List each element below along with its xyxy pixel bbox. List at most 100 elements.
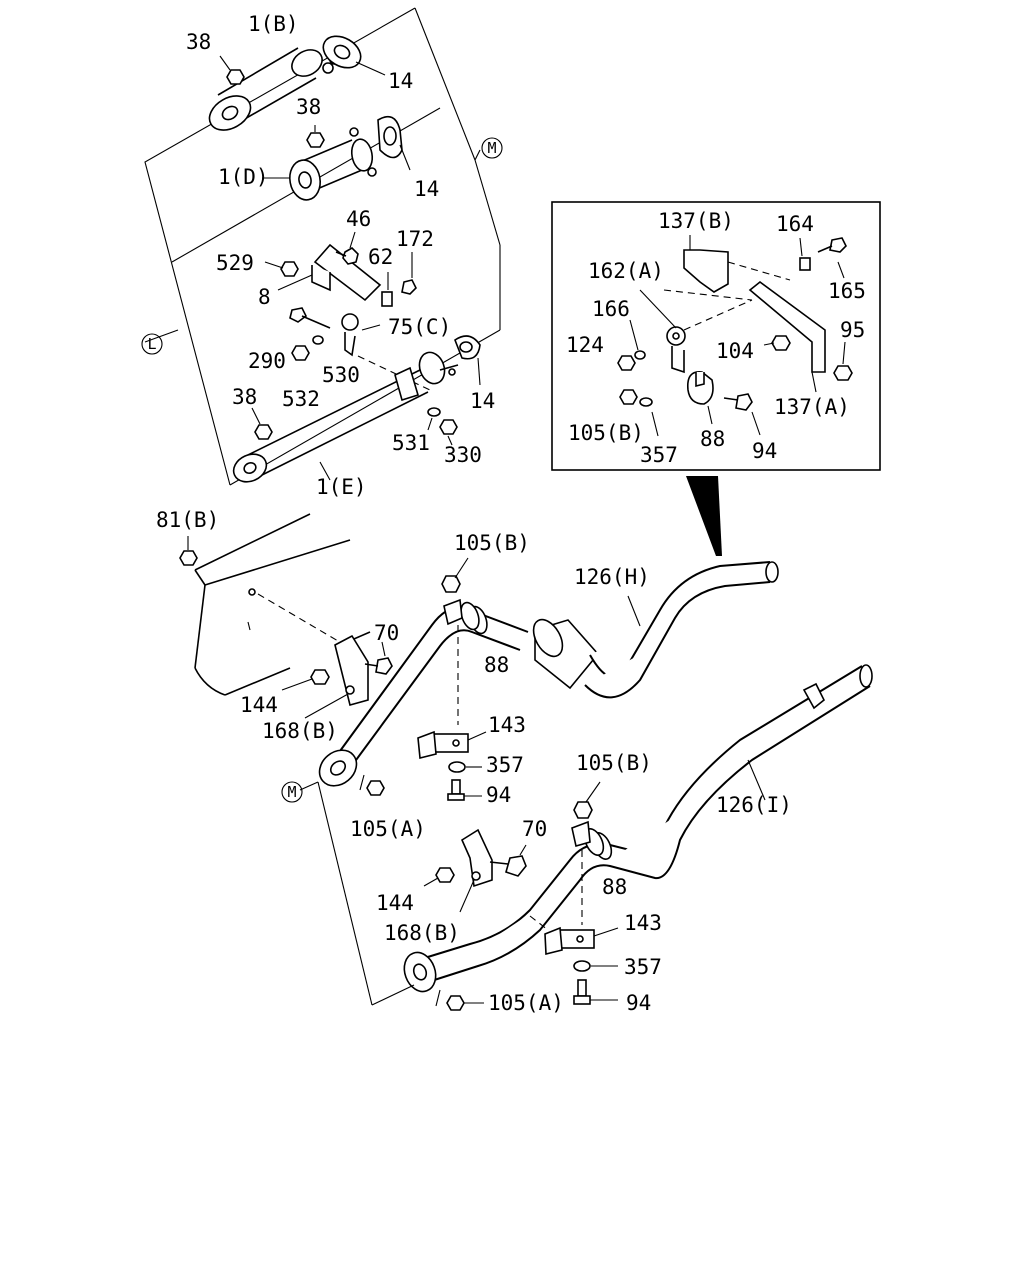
nut-81b: [179, 536, 198, 566]
ref-circle-m-top: M: [481, 137, 503, 159]
bolt-94-b: [573, 979, 618, 1005]
nut-38-a: [219, 55, 245, 85]
label-357-b: 357: [624, 955, 662, 979]
ref-m-bottom-text: M: [287, 783, 296, 801]
label-357-inset: 357: [640, 443, 678, 467]
hanger-75c: [341, 313, 381, 357]
bracket-upper: [281, 634, 393, 719]
label-290: 290: [248, 349, 286, 373]
bolt-172: [401, 252, 417, 295]
nut-38-b: [306, 125, 325, 148]
washer-357-a: [448, 761, 482, 773]
label-1d: 1(D): [218, 165, 269, 189]
label-14-b: 14: [414, 177, 439, 201]
label-95: 95: [840, 318, 865, 342]
leader-1e: [319, 461, 331, 481]
label-137b: 137(B): [658, 209, 734, 233]
nut-105a-b: [435, 989, 484, 1011]
nut-105a-a: [359, 774, 385, 796]
pipe-1e: [232, 351, 459, 483]
label-143-a: 143: [488, 713, 526, 737]
label-94-b: 94: [626, 991, 651, 1015]
hanger-upper: [441, 557, 469, 725]
ref-l-text: L: [147, 335, 156, 353]
label-168b-b: 168(B): [384, 921, 460, 945]
nut-532: [291, 345, 310, 361]
label-1e: 1(E): [316, 475, 367, 499]
rubber-62: [381, 272, 393, 307]
pipe-126i: [403, 664, 873, 993]
label-357-a: 357: [486, 753, 524, 777]
label-14-c: 14: [470, 389, 495, 413]
washer-357-b: [573, 960, 618, 972]
label-105a-b: 105(A): [488, 991, 564, 1015]
label-168b-a: 168(B): [262, 719, 338, 743]
label-124: 124: [566, 333, 604, 357]
label-164: 164: [776, 212, 814, 236]
pipe-1b: [208, 47, 339, 131]
label-104: 104: [716, 339, 754, 363]
label-38-a: 38: [186, 30, 211, 54]
pipe-126h: [318, 561, 779, 787]
label-144-a: 144: [240, 693, 278, 717]
label-126i: 126(I): [716, 793, 792, 817]
label-38-b: 38: [296, 95, 321, 119]
gasket-14-b: [377, 115, 411, 171]
label-88-inset: 88: [700, 427, 725, 451]
label-81b: 81(B): [156, 508, 219, 532]
bracket-lower: [423, 828, 527, 913]
label-14-a: 14: [388, 69, 413, 93]
pipe-1d: [262, 127, 377, 201]
nut-529: [264, 261, 299, 277]
label-143-b: 143: [624, 911, 662, 935]
label-144-b: 144: [376, 891, 414, 915]
nut-330: [439, 419, 458, 446]
label-1b: 1(B): [248, 12, 299, 36]
ref-m-top-text: M: [487, 139, 496, 157]
label-88-b: 88: [602, 875, 627, 899]
label-126h: 126(H): [574, 565, 650, 589]
label-70-a: 70: [374, 621, 399, 645]
rubber-143-b: [529, 915, 619, 956]
ref-circle-m-bottom: M: [281, 781, 303, 803]
upper-panel: [144, 7, 501, 486]
bolt-46: [335, 231, 359, 265]
label-172: 172: [396, 227, 434, 251]
rubber-143-a: [417, 730, 487, 760]
inset-box: [551, 201, 881, 556]
label-75c: 75(C): [388, 315, 451, 339]
lower-panel: [299, 781, 415, 1006]
bolt-94-a: [447, 779, 482, 801]
label-105a-a: 105(A): [350, 817, 426, 841]
washer-530: [312, 335, 324, 345]
label-94-a: 94: [486, 783, 511, 807]
label-105b-b: 105(B): [576, 751, 652, 775]
gasket-14-c: [454, 335, 481, 386]
label-105b-a: 105(B): [454, 531, 530, 555]
label-70-b: 70: [522, 817, 547, 841]
label-532: 532: [282, 387, 320, 411]
ref-circle-l: L: [141, 333, 163, 355]
label-166: 166: [592, 297, 630, 321]
bracket-8: [277, 243, 382, 302]
label-165: 165: [828, 279, 866, 303]
label-88-a: 88: [484, 653, 509, 677]
label-530: 530: [322, 363, 360, 387]
frame-rail: [194, 513, 371, 696]
label-330: 330: [444, 443, 482, 467]
label-46: 46: [346, 207, 371, 231]
label-105b-inset: 105(B): [568, 421, 644, 445]
label-62: 62: [368, 245, 393, 269]
washer-531: [427, 407, 441, 431]
label-8: 8: [258, 285, 271, 309]
label-94-inset: 94: [752, 439, 777, 463]
label-529: 529: [216, 251, 254, 275]
bolt-290: [289, 307, 331, 329]
label-38-c: 38: [232, 385, 257, 409]
gasket-14-a: [322, 35, 386, 76]
hanger-lower: [571, 781, 601, 925]
label-137a: 137(A): [774, 395, 850, 419]
callout-labels: 38 1(B) 14 38 1(D) 14 46 529 62 172 8 75…: [156, 12, 866, 1015]
